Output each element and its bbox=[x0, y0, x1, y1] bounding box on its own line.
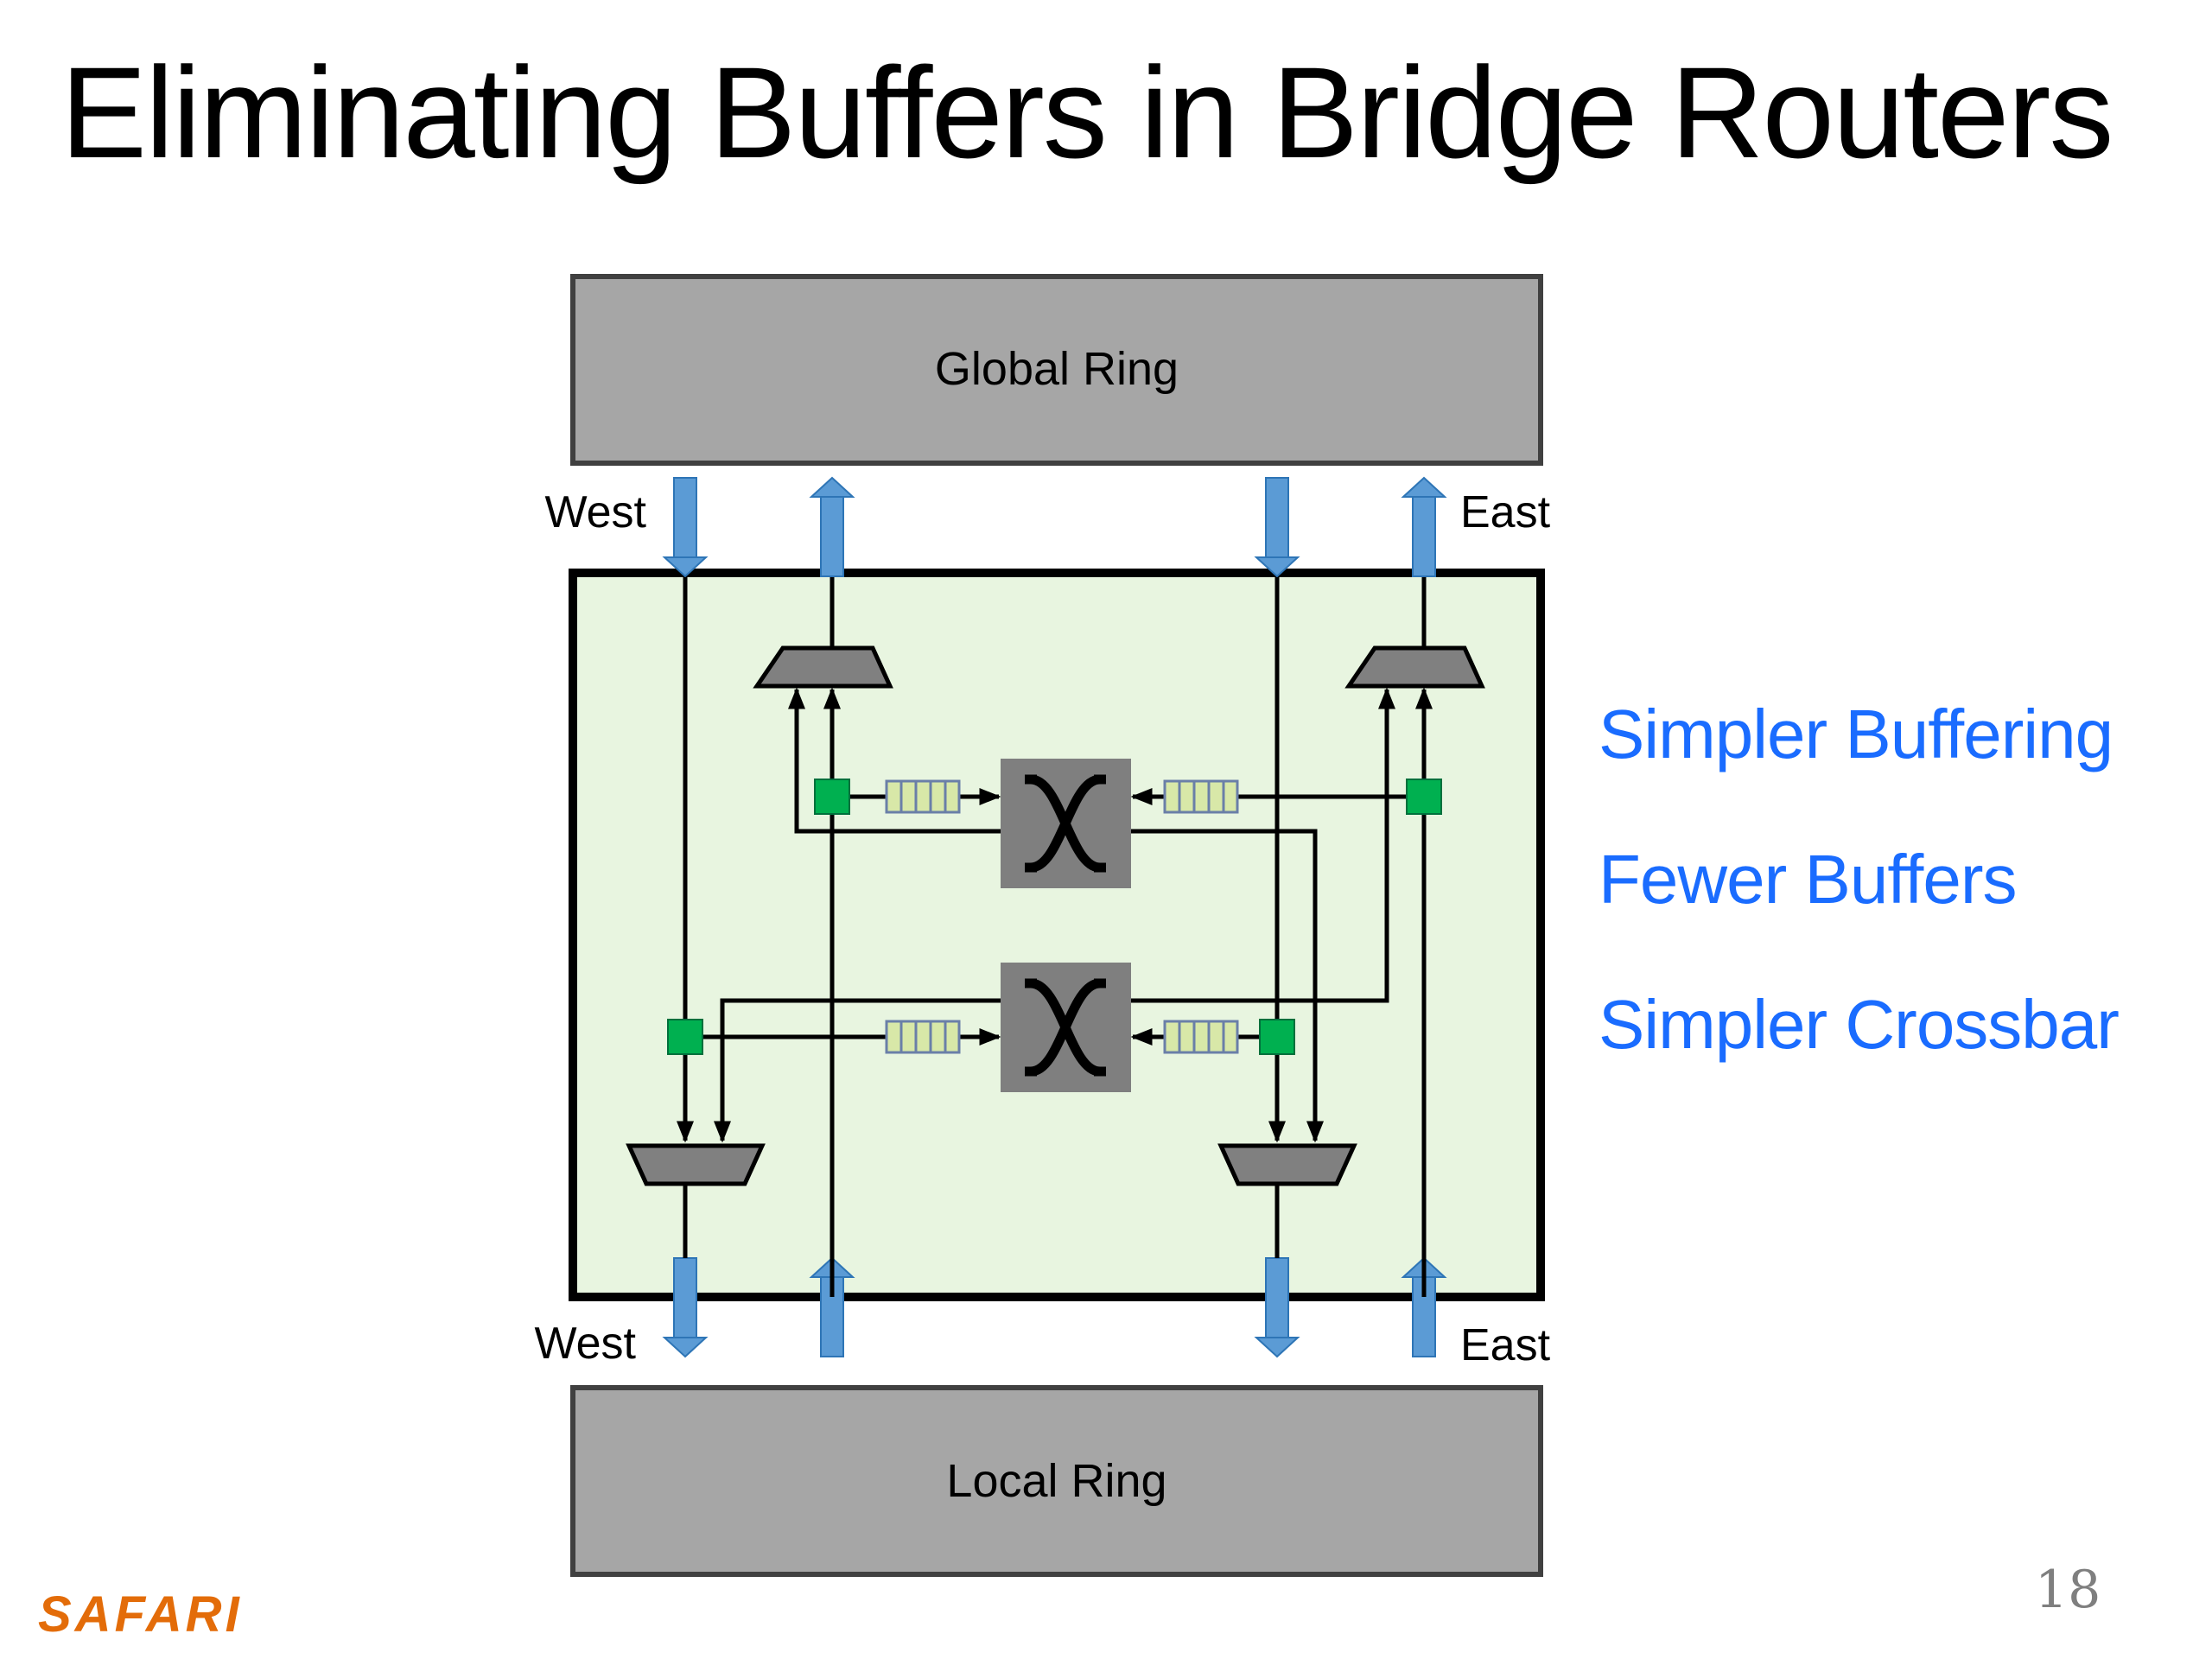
top-west-label: West bbox=[544, 487, 646, 537]
bottom-west-label: West bbox=[534, 1319, 636, 1369]
tap-node-top-left bbox=[814, 779, 850, 815]
tap-node-bottom-left bbox=[667, 1019, 703, 1055]
benefit-item: Fewer Buffers bbox=[1599, 841, 2017, 918]
global-east-in-arrow bbox=[1255, 477, 1299, 577]
crossbar-lower bbox=[1001, 963, 1131, 1092]
local-ring bbox=[570, 1385, 1543, 1577]
top-east-label: East bbox=[1460, 487, 1551, 537]
global-east-out-arrow bbox=[1402, 477, 1446, 577]
crossbar-upper bbox=[1001, 759, 1131, 888]
mux-bottom-left bbox=[626, 1143, 766, 1186]
global-ring-label: Global Ring bbox=[935, 343, 1179, 395]
global-west-out-arrow bbox=[810, 477, 854, 577]
bottom-east-label: East bbox=[1460, 1320, 1551, 1370]
buffer-bottom-left bbox=[885, 1020, 961, 1054]
mux-bottom-right bbox=[1217, 1143, 1357, 1186]
global-ring bbox=[570, 274, 1543, 466]
slide-title: Eliminating Buffers in Bridge Routers bbox=[60, 40, 2113, 185]
buffer-top-right bbox=[1163, 779, 1239, 814]
benefits-list: Simpler Buffering Fewer Buffers Simpler … bbox=[1599, 696, 2120, 1135]
tap-node-bottom-right bbox=[1259, 1019, 1295, 1055]
benefit-item: Simpler Crossbar bbox=[1599, 986, 2120, 1063]
tap-node-top-right bbox=[1406, 779, 1442, 815]
page-number: 18 bbox=[2035, 1560, 2101, 1620]
mux-top-right bbox=[1344, 645, 1485, 689]
buffer-bottom-right bbox=[1163, 1020, 1239, 1054]
safari-logo: SAFARI bbox=[38, 1586, 243, 1643]
mux-top-left bbox=[753, 645, 893, 689]
buffer-top-left bbox=[885, 779, 961, 814]
benefit-item: Simpler Buffering bbox=[1599, 696, 2113, 772]
local-ring-label: Local Ring bbox=[946, 1455, 1166, 1507]
global-west-in-arrow bbox=[664, 477, 707, 577]
